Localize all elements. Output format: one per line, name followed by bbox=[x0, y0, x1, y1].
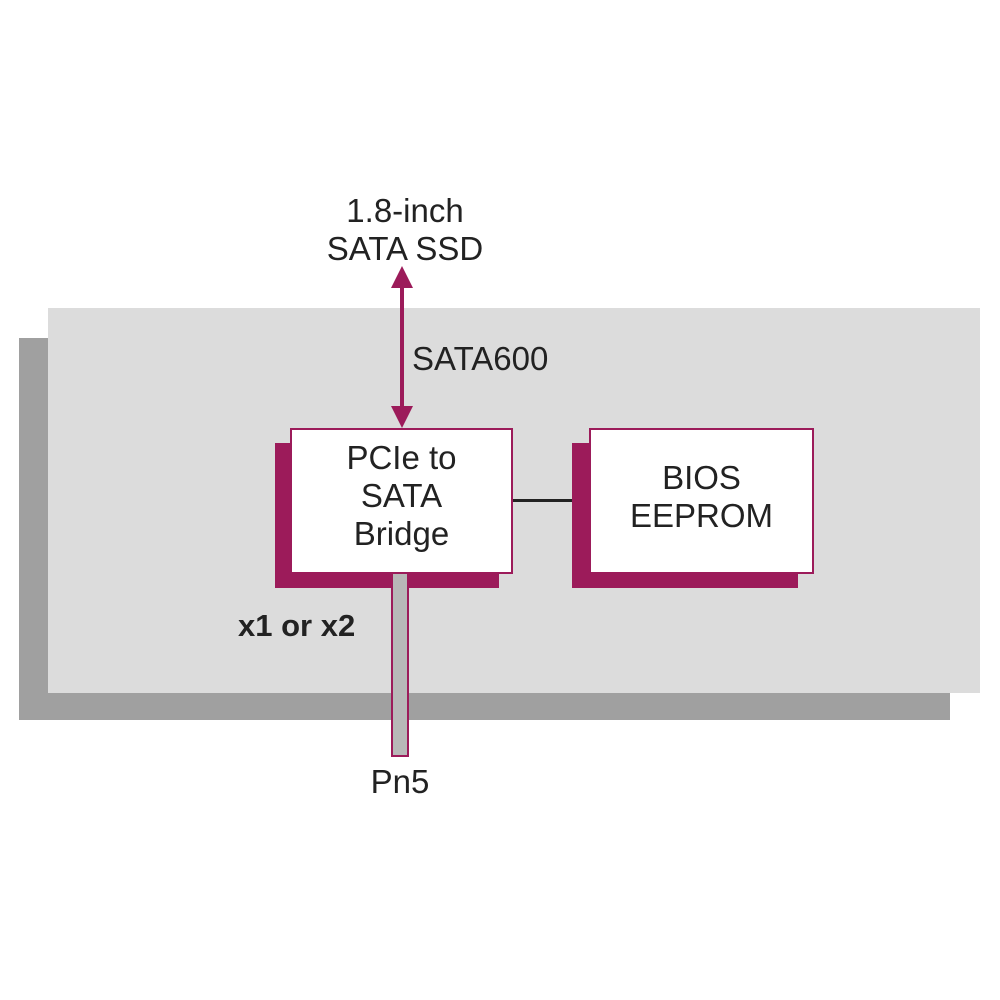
arrow-head-down bbox=[391, 406, 413, 428]
bridge-label: PCIe to SATA Bridge bbox=[346, 439, 457, 552]
ssd-label: 1.8-inch SATA SSD bbox=[326, 192, 484, 267]
lane-width-label: x1 or x2 bbox=[238, 608, 356, 643]
bios-label: BIOS EEPROM bbox=[629, 458, 774, 534]
pcie-lane bbox=[391, 574, 409, 757]
connector-label: Pn5 bbox=[370, 763, 430, 800]
sata-link-label: SATA600 bbox=[412, 340, 549, 377]
bridge-bios-connector bbox=[513, 499, 593, 502]
sata-link-arrow bbox=[391, 266, 413, 428]
bios-eeprom-box: BIOS EEPROM bbox=[589, 428, 814, 574]
pcie-sata-bridge-box: PCIe to SATA Bridge bbox=[290, 428, 513, 574]
arrow-head-up bbox=[391, 266, 413, 288]
